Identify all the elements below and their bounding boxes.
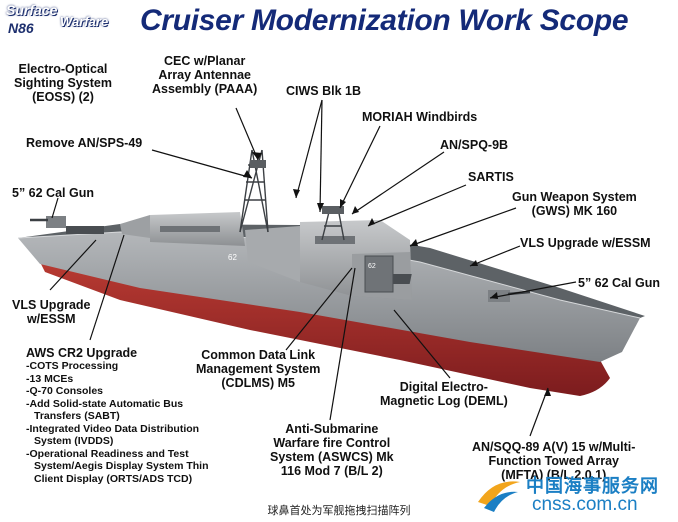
label-spq9b: AN/SPQ-9B	[440, 138, 509, 152]
aws-item: -COTS Processing	[26, 360, 119, 372]
label-vls-right: VLS Upgrade w/ESSM	[520, 236, 651, 250]
logo-warfare: Warfare	[60, 14, 109, 29]
aws-title: AWS CR2 Upgrade	[26, 346, 138, 360]
logo-n86: N86	[8, 20, 34, 36]
label-cdlms: Common Data Link Management System (CDLM…	[196, 348, 321, 390]
label-eoss: Electro-Optical Sighting System (EOSS) (…	[14, 62, 112, 104]
label-vls-left: VLS Upgrade w/ESSM	[12, 298, 91, 326]
logo-surface: Surface	[6, 2, 58, 18]
aft-gun	[30, 216, 66, 228]
leader-lines	[49, 99, 577, 437]
label-remove-sps49: Remove AN/SPS-49	[26, 136, 143, 150]
arrowheads	[243, 152, 551, 396]
aws-item: Client Display (ORTS/ADS TCD)	[34, 472, 193, 485]
label-cec-paaa: CEC w/Planar Array Antennae Assembly (PA…	[152, 54, 258, 96]
label-sqq89: AN/SQQ-89 A(V) 15 w/Multi- Function Towe…	[472, 440, 636, 482]
aws-item: Transfers (SABT)	[34, 410, 120, 422]
aws-item: System (IVDDS)	[34, 435, 114, 447]
label-sartis: SARTIS	[468, 170, 514, 184]
hull-waterline	[40, 262, 610, 396]
vls-aft	[66, 226, 104, 234]
page-title: Cruiser Modernization Work Scope	[140, 4, 629, 37]
label-aswcs: Anti-Submarine Warfare fire Control Syst…	[270, 422, 394, 478]
label-ciws: CIWS Blk 1B	[286, 84, 362, 98]
cnss-watermark: 中国海事服务网 cnss.com.cn	[470, 470, 676, 518]
watermark-en: cnss.com.cn	[532, 494, 638, 515]
cnss-logo-icon	[478, 481, 520, 512]
image-caption: 球鼻首处为军舰拖拽扫描阵列	[267, 504, 411, 517]
label-gws: Gun Weapon System (GWS) MK 160	[512, 190, 637, 218]
aws-item: System/Aegis Display System Thin	[34, 460, 209, 472]
label-moriah: MORIAH Windbirds	[362, 110, 478, 124]
spy-panel	[364, 255, 394, 293]
svg-text:62: 62	[228, 253, 237, 262]
surface-warfare-n86-logo: Surface Warfare N86	[4, 2, 136, 40]
aws-item: -Integrated Video Data Distribution	[26, 422, 200, 435]
aws-item: -Operational Readiness and Test	[26, 447, 189, 460]
label-gun-fwd-right: 5” 62 Cal Gun	[578, 276, 660, 290]
aws-item: -Q-70 Consoles	[26, 385, 104, 397]
aws-item: -13 MCEs	[26, 372, 74, 385]
svg-text:62: 62	[368, 263, 376, 270]
aws-item: -Add Solid-state Automatic Bus	[26, 397, 184, 410]
watermark-cn: 中国海事服务网	[526, 476, 659, 497]
label-aws-cr2: AWS CR2 Upgrade -COTS Processing -13 MCE…	[26, 346, 208, 485]
label-deml: Digital Electro- Magnetic Log (DEML)	[380, 380, 508, 408]
label-gun-aft-left: 5” 62 Cal Gun	[12, 186, 94, 200]
